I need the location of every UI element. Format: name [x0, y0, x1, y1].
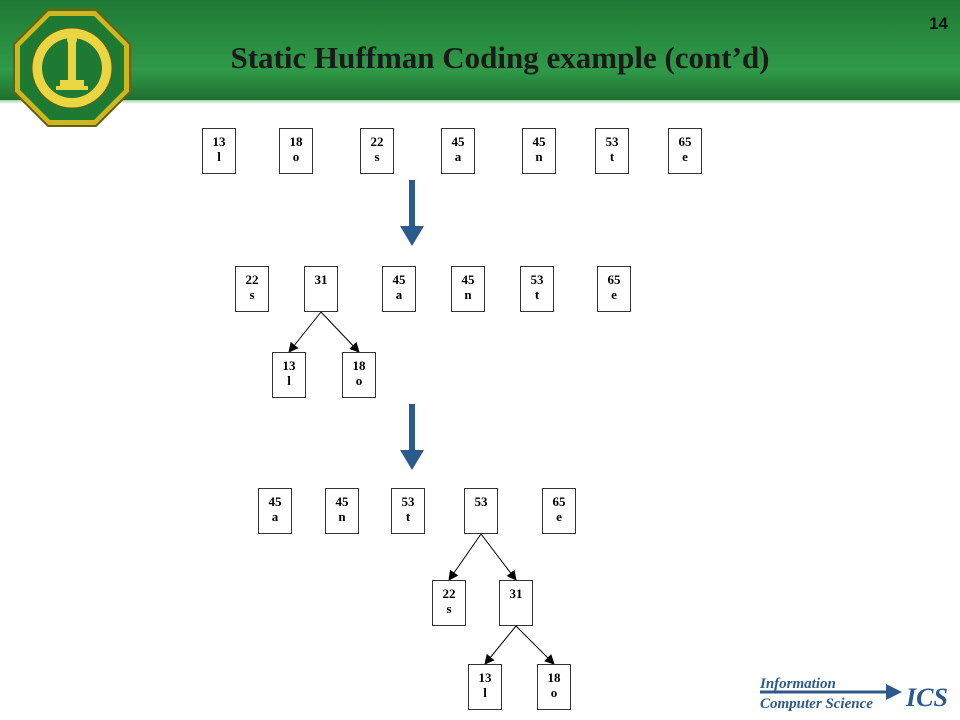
- tree-edge-s3-31-s3-o: [515, 625, 555, 665]
- node-weight: 53: [474, 494, 488, 509]
- node-symbol: a: [395, 287, 403, 302]
- node-weight: 45: [335, 494, 349, 509]
- huffman-node-s3-31: 31: [499, 580, 533, 626]
- university-logo: [13, 9, 131, 127]
- node-weight: 31: [314, 272, 328, 287]
- node-symbol: t: [609, 149, 615, 164]
- node-symbol: s: [446, 601, 452, 616]
- huffman-node-s2-31: 31: [304, 266, 338, 312]
- node-symbol: s: [249, 287, 255, 302]
- node-symbol: n: [338, 509, 346, 524]
- slide-number: 14: [929, 14, 948, 33]
- node-weight: 45: [392, 272, 406, 287]
- node-symbol: l: [287, 373, 291, 388]
- ics-logo-line2: Computer Science: [760, 696, 873, 712]
- node-symbol: o: [355, 373, 363, 388]
- node-symbol: e: [682, 149, 688, 164]
- node-symbol: e: [611, 287, 617, 302]
- node-symbol: a: [271, 509, 279, 524]
- node-symbol: n: [535, 149, 543, 164]
- node-weight: 65: [678, 134, 692, 149]
- node-weight: 18: [547, 670, 561, 685]
- node-weight: 13: [478, 670, 492, 685]
- stage-arrow-2: [400, 404, 424, 470]
- node-symbol: t: [534, 287, 540, 302]
- node-weight: 45: [268, 494, 282, 509]
- slide-title: Static Huffman Coding example (cont’d): [230, 40, 770, 75]
- node-symbol: o: [292, 149, 300, 164]
- node-weight: 22: [245, 272, 259, 287]
- tree-edge-s2-31-s2-o: [320, 311, 360, 353]
- node-symbol: l: [483, 685, 487, 700]
- header-band: [0, 0, 960, 100]
- tree-edge-s3-31-s3-l: [484, 625, 517, 665]
- node-weight: 18: [352, 358, 366, 373]
- node-symbol: s: [374, 149, 380, 164]
- tree-edge-s3-53-s3-31: [480, 533, 517, 581]
- ics-logo: Information Computer Science ICS: [759, 676, 948, 712]
- node-weight: 53: [530, 272, 544, 287]
- ics-logo-mark: ICS: [905, 683, 948, 712]
- header-divider: [0, 100, 960, 104]
- node-symbol: e: [556, 509, 562, 524]
- node-weight: 31: [509, 586, 523, 601]
- node-weight: 45: [451, 134, 465, 149]
- tree-edge-s3-53-s3-s: [448, 533, 482, 581]
- node-weight: 53: [401, 494, 415, 509]
- node-weight: 45: [532, 134, 546, 149]
- node-weight: 13: [282, 358, 296, 373]
- node-weight: 45: [461, 272, 475, 287]
- node-symbol: a: [454, 149, 462, 164]
- node-symbol: l: [217, 149, 221, 164]
- node-symbol: n: [464, 287, 472, 302]
- node-weight: 13: [212, 134, 226, 149]
- tree-edge-s2-31-s2-l: [288, 311, 322, 353]
- node-weight: 65: [552, 494, 566, 509]
- node-symbol: t: [405, 509, 411, 524]
- node-symbol: o: [550, 685, 558, 700]
- node-weight: 65: [607, 272, 621, 287]
- node-weight: 53: [605, 134, 619, 149]
- stage-arrow-1: [400, 180, 424, 246]
- node-weight: 18: [289, 134, 303, 149]
- ics-logo-line1: Information: [759, 676, 836, 692]
- node-weight: 22: [442, 586, 456, 601]
- huffman-node-s3-53: 53: [464, 488, 498, 534]
- node-weight: 22: [370, 134, 384, 149]
